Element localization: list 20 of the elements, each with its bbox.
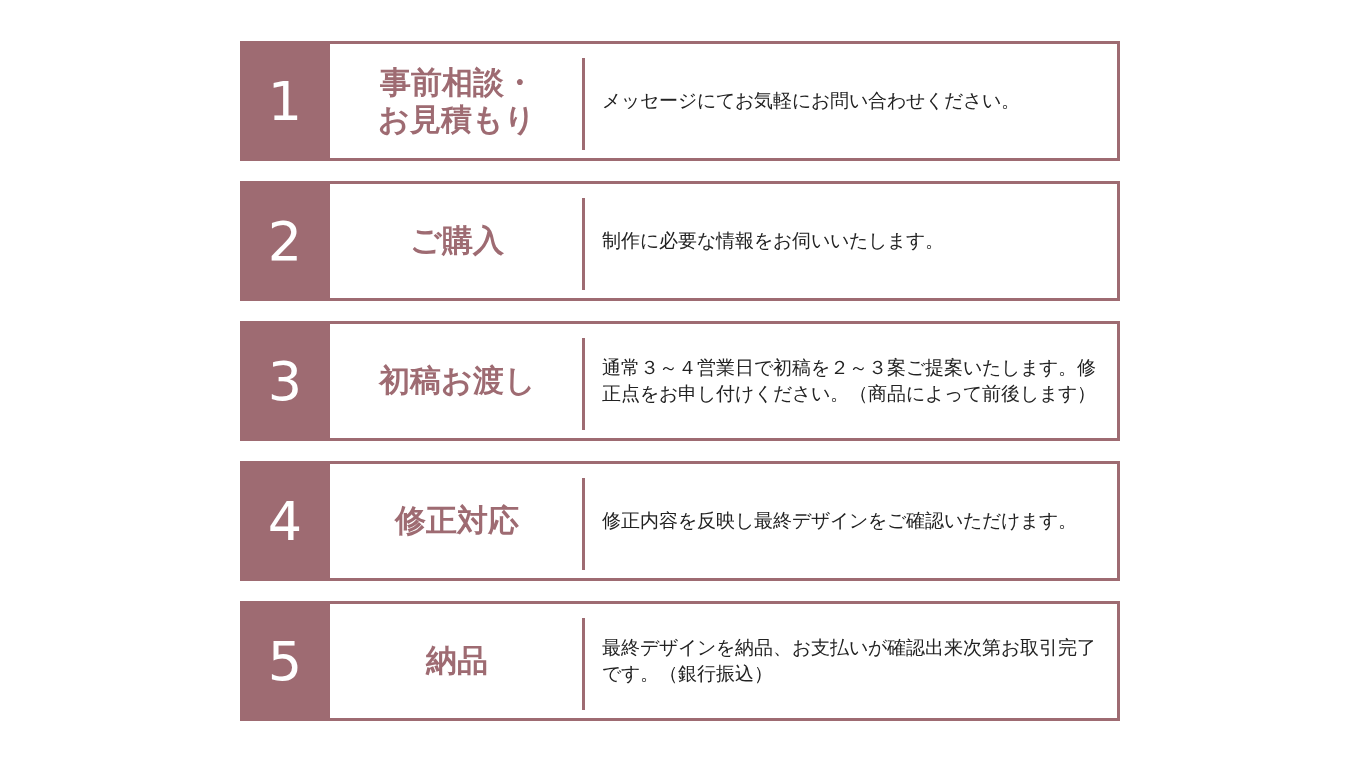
step-description: 通常３～４営業日で初稿を２～３案ご提案いたします。修正点をお申し付けください。（商品によって前後します） <box>602 355 1097 406</box>
step-description: 最終デザインを納品、お支払いが確認出来次第お取引完了です。（銀行振込） <box>602 635 1097 686</box>
step-card <box>240 601 1120 721</box>
step-number: 4 <box>240 461 330 581</box>
step-description: 修正内容を反映し最終デザインをご確認いただけます。 <box>602 508 1078 534</box>
step-title: 納品 <box>424 642 489 680</box>
step-title: 初稿お渡し <box>377 362 537 400</box>
step-number: 3 <box>240 321 330 441</box>
step-title: 修正対応 <box>393 502 520 540</box>
step-card <box>240 461 1120 581</box>
step-description: メッセージにてお気軽にお問い合わせください。 <box>602 88 1021 114</box>
step-title: ご購入 <box>409 222 505 260</box>
step-number: 1 <box>240 41 330 161</box>
step-number: 5 <box>240 601 330 721</box>
step-card <box>240 321 1120 441</box>
step-card <box>240 181 1120 301</box>
step-number: 2 <box>240 181 330 301</box>
step-title: 事前相談・お見積もり <box>377 63 537 139</box>
step-card <box>240 41 1120 161</box>
step-description: 制作に必要な情報をお伺いいたします。 <box>602 228 945 254</box>
